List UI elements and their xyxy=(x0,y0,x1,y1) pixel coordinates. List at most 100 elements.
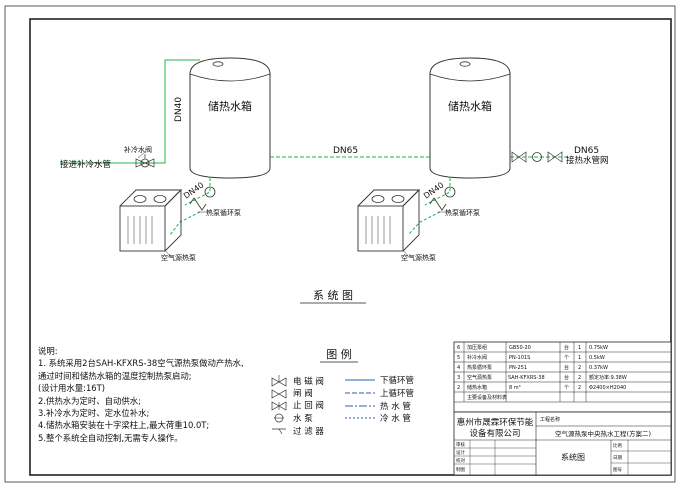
legend-title: 图 例 xyxy=(326,347,352,361)
title-block-field-label: 比例 xyxy=(613,442,622,449)
dn65-middle-label: DN65 xyxy=(333,146,358,156)
legend-symbols xyxy=(271,375,287,435)
pump-loop-left-lower xyxy=(169,211,201,236)
table-cell: 个 xyxy=(564,355,569,361)
tank-label-right: 储热水箱 xyxy=(448,99,492,113)
legend-pipe-label: 热 水 管 xyxy=(380,401,411,412)
heat-pump-left-label: 空气源热泵 xyxy=(161,253,196,262)
note-line: 1. 系统采用2台SAH-KFXRS-38空气源热泵做动产热水, xyxy=(38,358,244,369)
dn65-right-label: DN65 xyxy=(574,146,599,156)
makeup-valve-label: 补冷水阀 xyxy=(124,145,152,154)
dn40-right-pump-label: DN40 xyxy=(422,180,445,200)
gate-valve-icon xyxy=(271,389,287,399)
table-cell: 台 xyxy=(564,344,569,351)
table-cell: 0.5kW xyxy=(589,355,605,361)
table-cell: 6 xyxy=(457,345,460,351)
legend-symbol-label: 止 回 阀 xyxy=(293,400,324,411)
pump-symbol-icon xyxy=(274,413,284,423)
table-cell: 个 xyxy=(564,385,569,391)
note-line: 3.补冷水为定时、定水位补水; xyxy=(38,408,150,419)
project-name: 空气源热泵中央热水工程(方案二) xyxy=(555,429,651,438)
table-cell: PN-101S xyxy=(509,355,530,361)
inlet-label: 接进补冷水管 xyxy=(60,159,111,170)
table-cell: 额定功率:9.38W xyxy=(589,374,627,381)
note-line: 5.整个系统全自动控制,无需专人操作。 xyxy=(38,432,183,443)
table-cell: 5 xyxy=(457,355,460,361)
cold-water-pipe xyxy=(60,59,200,164)
legend-symbol-label: 电 磁 阀 xyxy=(293,376,324,387)
note-line: 4.储热水箱安装在十字梁柱上,最大荷重10.0T; xyxy=(38,420,210,431)
table-cell: 0.37kW xyxy=(589,365,608,371)
project-field-label: 工程名称 xyxy=(540,416,560,423)
company-name: 惠州市晟霖环保节能 xyxy=(457,417,534,428)
heat-pump-unit-right xyxy=(357,188,421,252)
circulation-pump-right xyxy=(429,186,456,211)
table-cell: 8 m³ xyxy=(509,385,521,391)
design-notes: 说明: 1. 系统采用2台SAH-KFXRS-38空气源热泵做动产热水, 通过时… xyxy=(38,345,278,444)
title-block-field-label: 校对 xyxy=(456,457,465,464)
title-block-field-label: 日期 xyxy=(613,455,622,461)
filter-icon xyxy=(272,428,286,435)
makeup-valve xyxy=(135,154,155,168)
outlet-label: 接热水管网 xyxy=(566,155,609,166)
check-valve-icon xyxy=(271,401,287,411)
table-cell: 2 xyxy=(578,375,581,381)
legend-pipe-label: 上循环管 xyxy=(380,388,414,399)
table-cell: 补冷水阀 xyxy=(467,354,487,361)
table-cell: SAH-KFXRS-38 xyxy=(508,375,545,381)
table-cell: 0.75kW xyxy=(589,345,608,351)
legend-symbol-label: 过 滤 器 xyxy=(293,426,324,437)
inner-border xyxy=(29,18,672,476)
note-line: (设计用水量:16T) xyxy=(38,383,106,394)
notes-heading: 说明: xyxy=(38,346,58,356)
table-cell: 4 xyxy=(457,365,460,371)
pump-loop-right-upper xyxy=(424,178,451,206)
dn40-left-pump-label: DN40 xyxy=(182,180,205,200)
diagram-title: 系 统 图 xyxy=(313,289,353,302)
table-cell: 1 xyxy=(578,355,581,361)
legend-pipe-label: 下循环管 xyxy=(380,375,414,386)
table-cell: Φ2400×H2040 xyxy=(589,385,626,391)
outlet-valve-group xyxy=(511,151,563,163)
dn40-vertical-label: DN40 xyxy=(174,97,184,122)
table-cell: 台 xyxy=(564,374,569,381)
pump-loop-left-upper xyxy=(184,178,211,206)
heat-pump-right-label: 空气源热泵 xyxy=(401,253,436,262)
table-cell: 1 xyxy=(578,345,581,351)
pump-right-label: 热泵循环泵 xyxy=(445,208,480,217)
solenoid-valve-icon xyxy=(271,375,287,387)
note-line: 通过时间和储热水箱的温度控制热泵启动; xyxy=(38,370,192,381)
equipment-table xyxy=(453,341,672,413)
table-cell: PN-251 xyxy=(509,365,527,371)
table-cell: 2 xyxy=(457,385,460,391)
table-cell: 加压泵组 xyxy=(467,344,487,351)
title-block-field-label: 设计 xyxy=(456,449,465,456)
legend-pipe-label: 冷 水 管 xyxy=(380,413,411,424)
storage-tank-left xyxy=(189,57,271,179)
table-cell: GB50-20 xyxy=(509,345,531,351)
tank-label-left: 储热水箱 xyxy=(208,99,252,113)
circulation-pump-left xyxy=(189,186,216,211)
title-block-field-label: 制图 xyxy=(456,466,465,473)
table-cell: 台 xyxy=(564,364,569,371)
company-name-line2: 设备有限公司 xyxy=(469,428,520,439)
heat-pump-unit-left xyxy=(119,188,183,252)
title-block-field-label: 图号 xyxy=(613,467,622,473)
drawing-name: 系统图 xyxy=(561,452,585,462)
title-block xyxy=(453,411,672,476)
table-cell: 2 xyxy=(578,365,581,371)
table-cell: 2 xyxy=(578,385,581,391)
legend-symbol-label: 闸 阀 xyxy=(293,389,313,399)
pump-left-label: 热泵循环泵 xyxy=(206,208,241,217)
table-cell: 热泵循环泵 xyxy=(467,364,492,371)
pump-loop-right-lower xyxy=(407,211,441,236)
table-cell: 3 xyxy=(457,375,460,381)
outer-border xyxy=(4,5,676,483)
title-block-field-label: 审核 xyxy=(456,441,465,448)
storage-tank-right xyxy=(429,57,511,179)
note-line: 2.供热水为定时、自动供水; xyxy=(38,395,141,406)
table-caption: 主要设备及材料表 xyxy=(467,394,507,401)
table-cell: 储热水箱 xyxy=(467,384,487,391)
